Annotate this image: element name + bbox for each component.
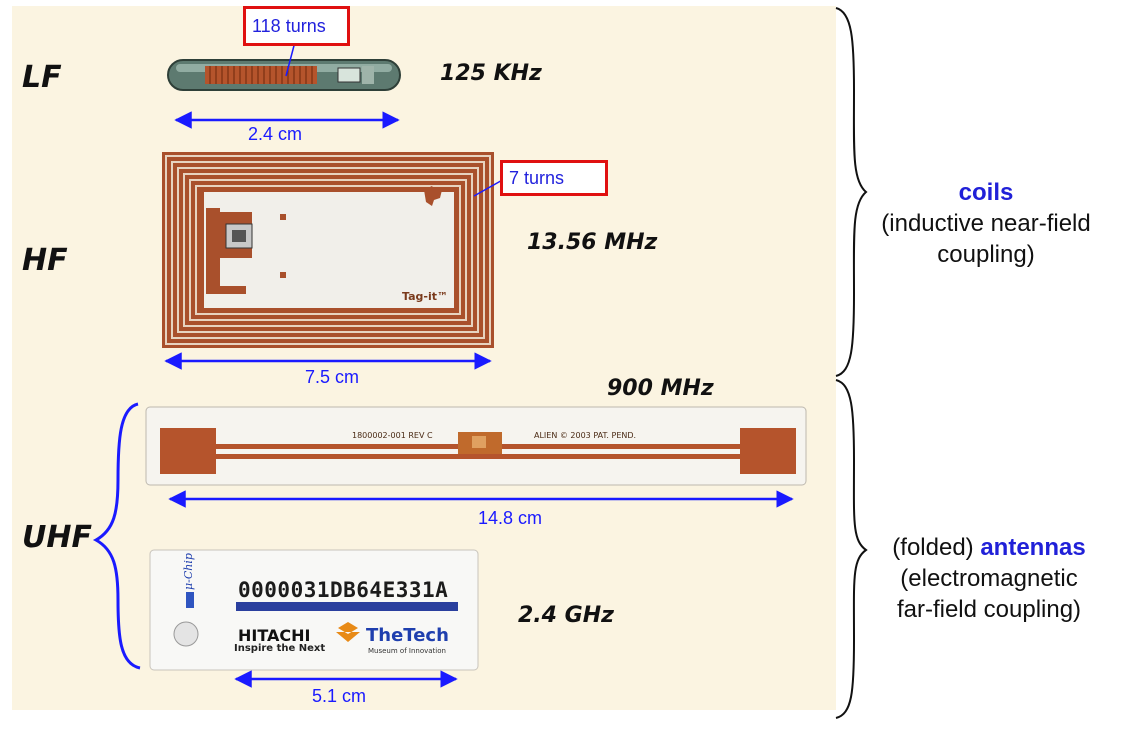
uhf-maker-text: ALIEN © 2003 PAT. PEND. [534,431,636,440]
dimension-label-microwave: 5.1 cm [312,686,366,707]
antennas-prefix: (folded) [892,534,980,561]
coils-note: coils (inductive near-field coupling) [868,177,1104,270]
dimension-label-hf: 7.5 cm [305,367,359,388]
antennas-brace [836,380,866,718]
thetech-logo: TheTech [366,625,449,646]
antennas-line-2: (electromagnetic [866,563,1112,594]
coils-line-3: coupling) [868,239,1104,270]
frequency-uhf: 900 MHz [607,376,714,401]
serial-number: 0000031DB64E331A [238,578,448,602]
antennas-line-1: (folded) antennas [866,532,1112,563]
band-label-lf: LF [22,60,62,95]
frequency-microwave: 2.4 GHz [518,603,614,628]
dimension-label-lf: 2.4 cm [248,124,302,145]
antennas-note: (folded) antennas (electromagnetic far-f… [866,532,1112,625]
coils-keyword: coils [868,177,1104,208]
hf-coil-tag [162,152,494,348]
frequency-hf: 13.56 MHz [527,230,657,255]
uhf-part-number: 1800002-001 REV C [352,431,433,440]
turns-callout-lf: 118 turns [243,6,350,46]
thetech-subtitle: Museum of Innovation [368,647,446,655]
mu-chip-text: μ-Chip [182,553,195,590]
uhf-dipole-tag: 1800002-001 REV C ALIEN © 2003 PAT. PEND… [146,407,806,485]
frequency-lf: 125 KHz [440,61,542,86]
turns-callout-hf: 7 turns [500,160,608,196]
hitachi-slogan: Inspire the Next [234,643,325,654]
uhf-brace [96,404,140,668]
antennas-keyword: antennas [980,534,1085,561]
antennas-line-3: far-field coupling) [866,594,1112,625]
hf-brand-text: Tag-it™ [402,290,448,303]
band-label-hf: HF [22,243,68,278]
band-label-uhf: UHF [22,520,92,555]
coils-brace [836,8,866,376]
lf-glass-tag [168,60,400,90]
coils-line-2: (inductive near-field [868,208,1104,239]
dimension-label-uhf: 14.8 cm [478,508,542,529]
